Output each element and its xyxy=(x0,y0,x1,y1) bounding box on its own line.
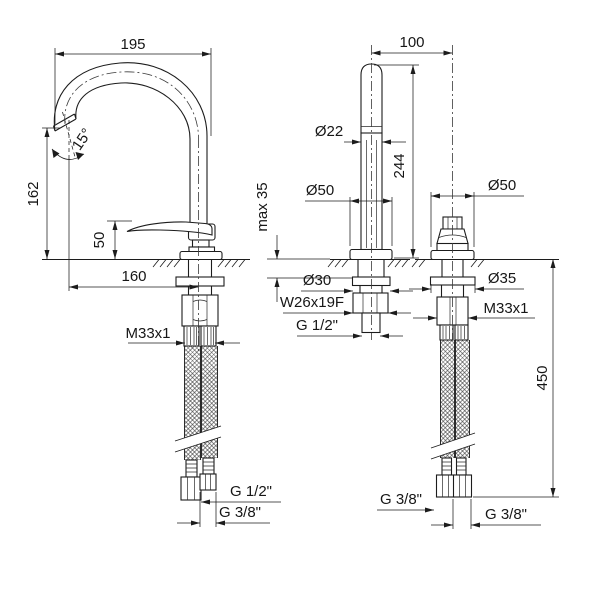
hose-crimp-knurl xyxy=(186,327,214,345)
hose-braid-left-a xyxy=(184,346,201,460)
dim-spout-reach-label: 160 xyxy=(121,268,146,285)
dim-valve-shank-thread-label: M33x1 xyxy=(483,300,528,317)
faucet-flange xyxy=(179,250,223,261)
dim-hole-spacing-label: 100 xyxy=(399,34,424,51)
dim-valve-flange-diameter-label: Ø50 xyxy=(488,177,516,194)
dim-spout-width-label: 195 xyxy=(120,36,145,53)
column-neck xyxy=(359,285,383,293)
dim-hose-fitting-g38-label: G 3/8" xyxy=(219,504,261,521)
valve-hose-neck-a xyxy=(441,457,453,476)
dim-hose-fitting-g12-label: G 1/2" xyxy=(230,483,272,500)
dim-overall-height-label: 244 xyxy=(391,153,408,178)
dim-shank-nut-thread-label: W26x19F xyxy=(280,294,344,311)
dim-valve-hose-fitting-left-label: G 3/8" xyxy=(380,491,422,508)
valve-hose-crimp-a xyxy=(439,324,454,341)
dim-spout-flange-diameter-label: Ø50 xyxy=(306,182,334,199)
dim-outlet-height-label: 162 xyxy=(25,181,42,206)
valve-hose-fitting-facets xyxy=(442,475,466,497)
column-shank xyxy=(357,259,385,277)
hose-fitting-g38-facets xyxy=(205,474,211,490)
valve-hose-fitting-b xyxy=(452,474,473,498)
valve-cap-top-facets xyxy=(447,217,458,229)
valve-hose-crimp-knurl xyxy=(442,326,465,339)
hose-break-gap-right xyxy=(431,433,475,459)
left-view-side-profile xyxy=(52,62,225,501)
dim-max-deck-thickness-label: max 35 xyxy=(254,182,271,231)
hose-fitting-g38 xyxy=(199,473,217,491)
column-flange xyxy=(349,248,393,261)
dim-handle-diameter-label: Ø22 xyxy=(315,123,343,140)
faucet-collar xyxy=(191,239,210,248)
hose-end-neck-b-ribs xyxy=(203,461,214,471)
dim-spout-shank-thread-label: M33x1 xyxy=(125,325,170,342)
dimension-arrowheads xyxy=(44,50,556,528)
valve-hose-fitting-a xyxy=(435,474,456,498)
dim-spout-inlet-thread-label: G 1/2" xyxy=(296,317,338,334)
dim-valve-collar-diameter-label: Ø35 xyxy=(488,270,516,287)
hose-fitting-g12-facets xyxy=(187,477,195,500)
valve-hose-crimp-b xyxy=(454,324,469,341)
spout-outline xyxy=(52,62,208,224)
hose-crimp-b xyxy=(200,325,217,347)
hose-crimp-a xyxy=(183,325,200,347)
hose-break-lines-right xyxy=(430,432,476,460)
lever-blade xyxy=(126,221,213,236)
column-nut-facets xyxy=(362,293,378,313)
valve-shank-lines xyxy=(449,297,457,325)
valve-neck-lower xyxy=(440,285,465,297)
hose-end-neck-a xyxy=(185,459,198,478)
valve-hose-neck-ribs xyxy=(442,461,466,471)
centerlines xyxy=(64,45,453,352)
hose-braid-right-a xyxy=(440,340,455,458)
hose-fitting-g12 xyxy=(180,476,202,501)
hose-break-lines-left xyxy=(174,425,222,453)
valve-hose-neck-b xyxy=(455,457,467,476)
dim-shank-collar-diameter-label: Ø30 xyxy=(303,272,331,289)
dim-hose-length-label: 450 xyxy=(534,365,551,390)
hose-break-gap-left xyxy=(175,426,221,452)
dim-lever-height-label: 50 xyxy=(91,232,108,249)
valve-neck xyxy=(441,259,464,277)
spout-column-inner-lines xyxy=(366,140,377,248)
dimension-lines xyxy=(42,48,559,529)
deck-hatching xyxy=(152,259,485,268)
shank-washer xyxy=(175,276,225,287)
hose-end-neck-a-ribs xyxy=(186,463,197,473)
middle-view-front xyxy=(349,63,393,334)
column-inlet-tube xyxy=(361,312,381,334)
mounting-nut-facets xyxy=(192,295,208,326)
dim-valve-hose-fitting-right-label: G 3/8" xyxy=(485,506,527,523)
hose-braid-right-b xyxy=(455,340,470,458)
column-nut-w26 xyxy=(352,292,389,314)
